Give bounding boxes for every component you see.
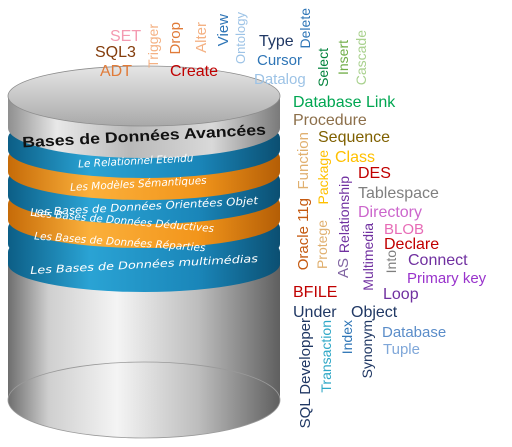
word-des: DES xyxy=(358,165,391,182)
word-sql3: SQL3 xyxy=(95,44,136,61)
word-index: Index xyxy=(339,320,355,355)
word-view: View xyxy=(215,14,232,47)
word-relationship: Relationship xyxy=(336,176,352,254)
word-cursor: Cursor xyxy=(257,52,303,69)
word-create: Create xyxy=(170,63,219,80)
word-set: SET xyxy=(110,28,142,45)
word-delete: Delete xyxy=(297,8,313,49)
word-cascade: Cascade xyxy=(353,30,369,86)
word-database: Database xyxy=(382,324,447,341)
word-protege: Protege xyxy=(314,220,330,270)
word-tuple: Tuple xyxy=(383,341,420,358)
word-multimedia: Multimedia xyxy=(360,223,376,291)
word-oracle11g: Oracle 11g xyxy=(295,198,312,271)
word-under: Under xyxy=(293,304,337,321)
word-alter: Alter xyxy=(193,22,210,53)
word-transaction: Transaction xyxy=(318,320,334,393)
word-package: Package xyxy=(315,150,331,205)
word-tablespace: Tablespace xyxy=(358,185,439,202)
word-ontology: Ontology xyxy=(233,12,248,65)
word-procedure: Procedure xyxy=(293,112,367,129)
word-object: Object xyxy=(351,304,398,321)
word-directory: Directory xyxy=(358,204,423,221)
word-function: Function xyxy=(295,132,312,190)
word-bfile: BFILE xyxy=(293,284,338,301)
word-database-link: Database Link xyxy=(293,94,396,111)
word-into: Into xyxy=(383,250,399,274)
word-select: Select xyxy=(315,48,331,87)
word-type: Type xyxy=(259,33,294,50)
word-primary-key: Primary key xyxy=(407,270,487,287)
word-trigger: Trigger xyxy=(145,24,161,68)
word-connect: Connect xyxy=(408,252,468,269)
word-as: AS xyxy=(335,258,352,279)
word-loop: Loop xyxy=(383,286,419,303)
word-synonym: Synonym xyxy=(359,320,375,379)
word-insert: Insert xyxy=(335,40,351,76)
word-blob: BLOB xyxy=(384,221,425,238)
word-declare: Declare xyxy=(384,236,440,253)
word-drop: Drop xyxy=(167,22,184,55)
word-datalog: Datalog xyxy=(254,71,306,88)
word-sequence: Sequence xyxy=(318,129,391,146)
word-sql-developper: SQL Developper xyxy=(297,318,314,429)
word-adt: ADT xyxy=(100,63,132,80)
word-class: Class xyxy=(335,149,376,166)
